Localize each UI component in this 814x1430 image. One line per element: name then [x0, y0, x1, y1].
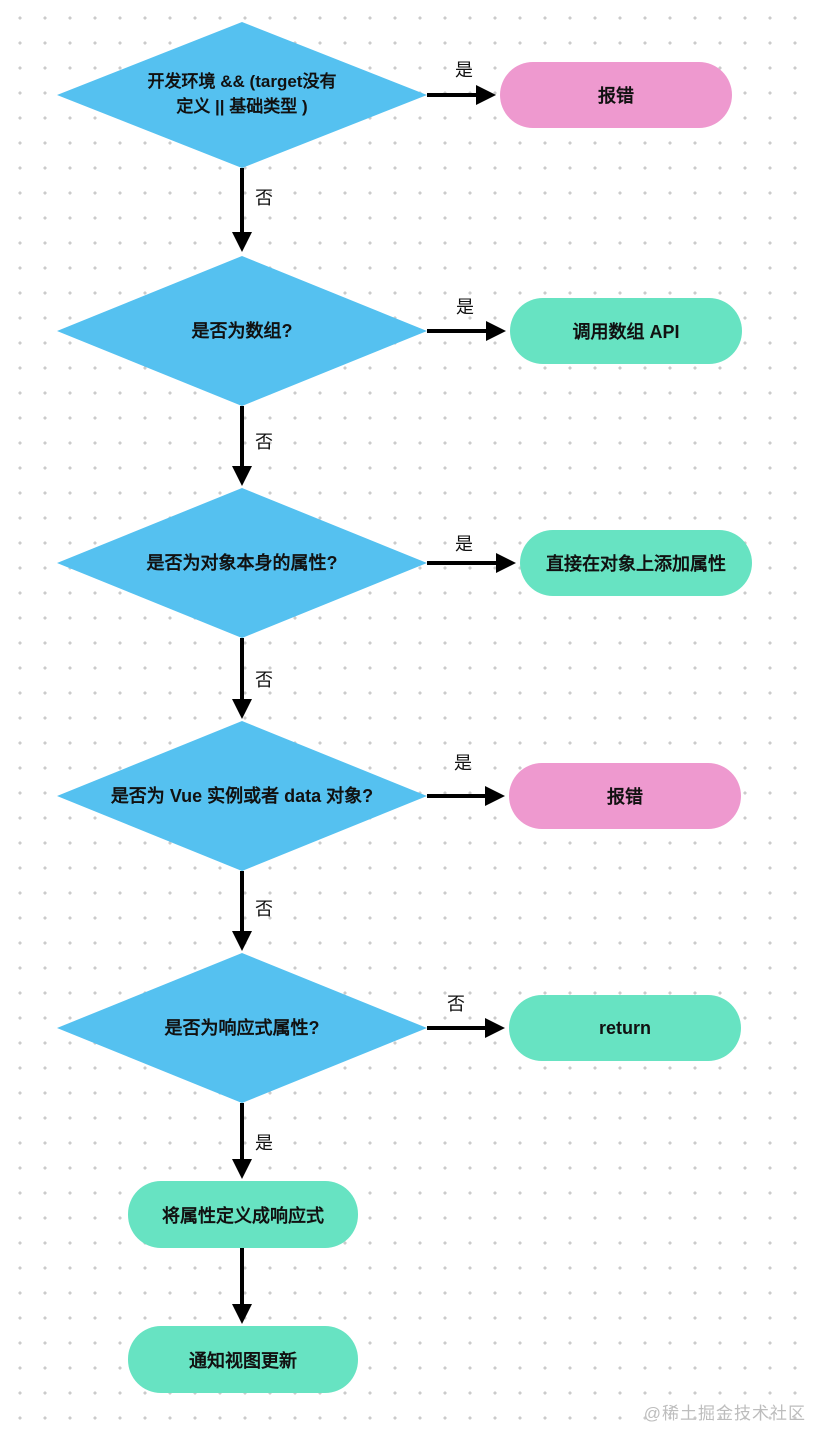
- node-error-bottom: 报错: [509, 763, 741, 829]
- decision-is-array-label: 是否为数组?: [191, 320, 293, 341]
- edge-label-d2-no: 否: [255, 432, 273, 452]
- node-add-property-directly-label: 直接在对象上添加属性: [546, 554, 726, 574]
- edge-label-d1-no: 否: [255, 188, 273, 208]
- watermark: @稀土掘金技术社区: [643, 1404, 806, 1423]
- decision-own-property: 是否为对象本身的属性?: [57, 488, 427, 638]
- node-call-array-api: 调用数组 API: [510, 298, 742, 364]
- node-add-property-directly: 直接在对象上添加属性: [520, 530, 752, 596]
- node-return-label: return: [598, 1017, 651, 1038]
- node-call-array-api-label: 调用数组 API: [572, 322, 680, 342]
- edge-label-d2-yes: 是: [456, 297, 474, 317]
- edge-label-d4-no: 否: [255, 899, 273, 919]
- decision-dev-env-target: 开发环境 && (target没有 定义 || 基础类型 ): [57, 22, 427, 168]
- node-error-bottom-label: 报错: [607, 787, 643, 807]
- node-notify-view-update-label: 通知视图更新: [189, 1350, 297, 1371]
- edge-label-d5-no: 否: [447, 994, 465, 1014]
- decision-own-property-label: 是否为对象本身的属性?: [146, 552, 338, 573]
- edge-label-d3-no: 否: [255, 670, 273, 690]
- edge-label-d5-yes: 是: [255, 1133, 273, 1153]
- node-return: return: [509, 995, 741, 1061]
- decision-vue-instance-or-data: 是否为 Vue 实例或者 data 对象?: [57, 721, 427, 871]
- node-error-top: 报错: [500, 62, 732, 128]
- node-error-top-label: 报错: [598, 86, 634, 106]
- decision-reactive-property-label: 是否为响应式属性?: [164, 1017, 320, 1038]
- edge-label-d1-yes: 是: [455, 60, 473, 80]
- decision-vue-instance-or-data-label: 是否为 Vue 实例或者 data 对象?: [110, 785, 374, 806]
- node-define-reactive-label: 将属性定义成响应式: [162, 1205, 324, 1226]
- decision-reactive-property: 是否为响应式属性?: [57, 953, 427, 1103]
- node-define-reactive: 将属性定义成响应式: [128, 1181, 358, 1248]
- edge-label-d3-yes: 是: [455, 534, 473, 554]
- node-notify-view-update: 通知视图更新: [128, 1326, 358, 1393]
- decision-dev-env-target-label: 开发环境 && (target没有 定义 || 基础类型 ): [147, 72, 337, 116]
- decision-is-array: 是否为数组?: [57, 256, 427, 406]
- edge-label-d4-yes: 是: [454, 753, 472, 773]
